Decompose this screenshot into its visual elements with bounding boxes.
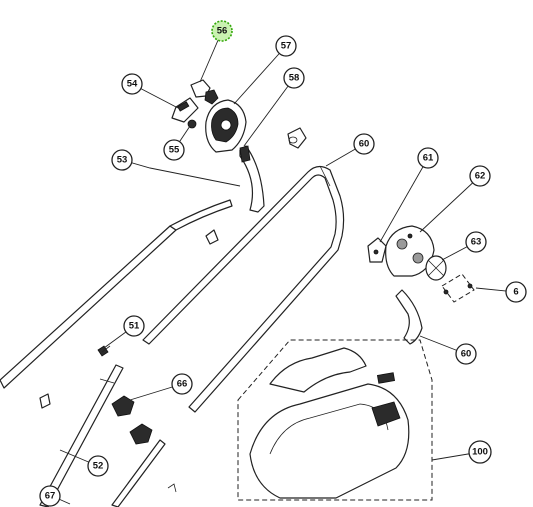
callout-62[interactable]: 62	[469, 165, 491, 187]
callout-54[interactable]: 54	[121, 73, 143, 95]
bolt-part	[97, 345, 111, 357]
trigger-lever-part	[239, 145, 265, 213]
svg-text:67: 67	[45, 491, 56, 502]
cable-tube-part	[395, 289, 423, 345]
svg-text:51: 51	[129, 321, 140, 332]
callout-61[interactable]: 61	[417, 147, 439, 169]
handle-clamp-part	[205, 229, 219, 245]
leader-lines	[51, 30, 517, 505]
svg-text:58: 58	[289, 73, 300, 84]
svg-text:56: 56	[217, 26, 228, 37]
lower-handle-tube	[0, 199, 233, 389]
svg-text:60: 60	[359, 139, 370, 150]
callout-51[interactable]: 51	[123, 315, 145, 337]
callout-52[interactable]: 52	[87, 455, 109, 477]
svg-text:54: 54	[127, 79, 138, 90]
knob-upper-part	[111, 395, 135, 417]
knob-lower-part	[129, 423, 153, 445]
svg-text:100: 100	[472, 447, 488, 458]
svg-text:61: 61	[423, 153, 434, 164]
callout-6[interactable]: 6	[505, 281, 527, 303]
handle-tube-pair	[39, 364, 166, 507]
callout-60-lower[interactable]: 60	[455, 343, 477, 365]
callout-100[interactable]: 100	[468, 440, 492, 464]
switch-housing-part	[205, 99, 247, 153]
small-bolt-part	[167, 483, 177, 493]
screw-set-dashed-box	[441, 273, 475, 303]
svg-text:52: 52	[93, 461, 104, 472]
callout-57[interactable]: 57	[275, 35, 297, 57]
switch-cover-part	[171, 97, 199, 123]
svg-text:60: 60	[461, 349, 472, 360]
svg-text:62: 62	[475, 171, 486, 182]
callout-63[interactable]: 63	[465, 231, 487, 253]
switch-box-knob-part	[425, 255, 447, 281]
upper-handle-tube	[142, 165, 345, 413]
switch-box-part	[190, 79, 219, 105]
svg-text:57: 57	[281, 41, 292, 52]
switch-box-body-part	[385, 225, 435, 277]
callout-67[interactable]: 67	[39, 485, 61, 507]
callout-53[interactable]: 53	[111, 149, 133, 171]
svg-text:66: 66	[177, 379, 188, 390]
svg-text:53: 53	[117, 155, 128, 166]
callout-60-upper[interactable]: 60	[353, 133, 375, 155]
clip-part	[39, 393, 51, 409]
svg-text:6: 6	[513, 287, 518, 298]
svg-text:55: 55	[169, 145, 180, 156]
callout-66[interactable]: 66	[171, 373, 193, 395]
switch-box-clip-part	[367, 237, 387, 263]
callout-56[interactable]: 56	[211, 20, 233, 42]
svg-text:63: 63	[471, 237, 482, 248]
elbow-connector-part	[287, 127, 307, 149]
callout-58[interactable]: 58	[283, 67, 305, 89]
callout-55[interactable]: 55	[163, 139, 185, 161]
grass-bag-part	[237, 339, 433, 501]
